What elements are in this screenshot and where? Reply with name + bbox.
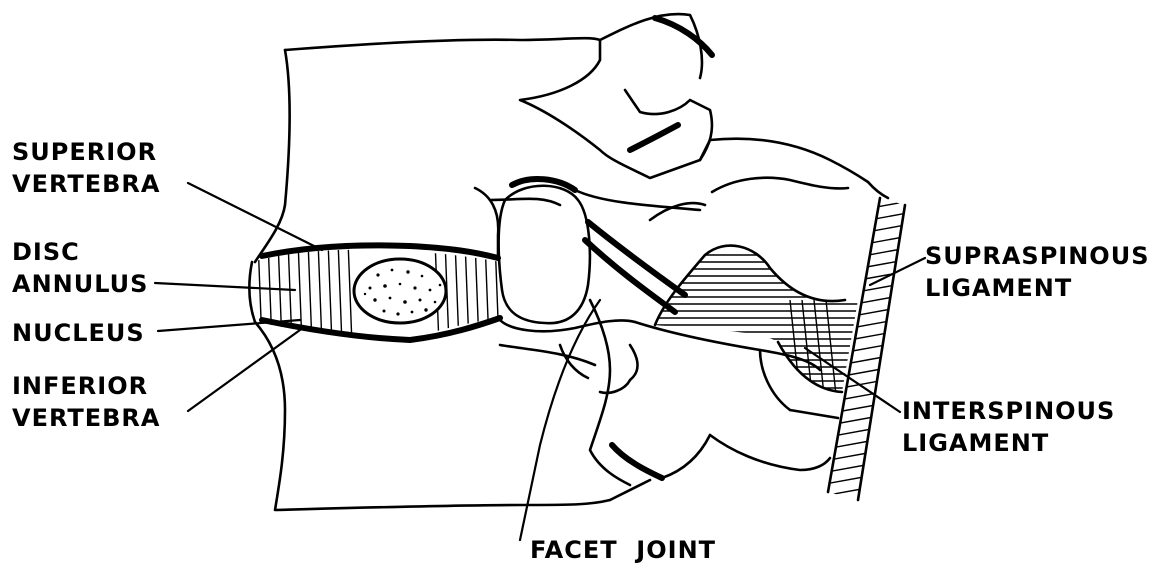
label-disc-line1: DISC	[12, 238, 80, 266]
facet-joint-capsule	[499, 186, 635, 332]
leader-inferior-vertebra	[188, 330, 300, 411]
label-inferior-vertebra-line1: INFERIOR	[12, 372, 148, 400]
label-interspinous-line1: INTERSPINOUS	[902, 397, 1115, 425]
label-nucleus: NUCLEUS	[12, 319, 145, 347]
leader-disc-annulus	[155, 283, 295, 290]
interspinous-ligament-shape	[640, 246, 860, 395]
label-supraspinous-line2: LIGAMENT	[925, 274, 1072, 302]
superior-vertebra-shape	[255, 14, 888, 262]
leader-superior-vertebra	[188, 183, 322, 250]
nucleus-shape	[354, 259, 446, 323]
supraspinous-ligament-shape	[812, 198, 915, 500]
label-facet-joint: FACET JOINT	[530, 536, 716, 563]
label-supraspinous-line1: SUPRASPINOUS	[925, 242, 1149, 270]
label-disc-line2: ANNULUS	[12, 270, 148, 298]
label-interspinous-line2: LIGAMENT	[902, 429, 1049, 457]
label-superior-vertebra-line1: SUPERIOR	[12, 138, 157, 166]
leader-supraspinous-ligament	[870, 258, 925, 285]
label-inferior-vertebra-line2: VERTEBRA	[12, 404, 160, 432]
label-superior-vertebra-line2: VERTEBRA	[12, 170, 160, 198]
